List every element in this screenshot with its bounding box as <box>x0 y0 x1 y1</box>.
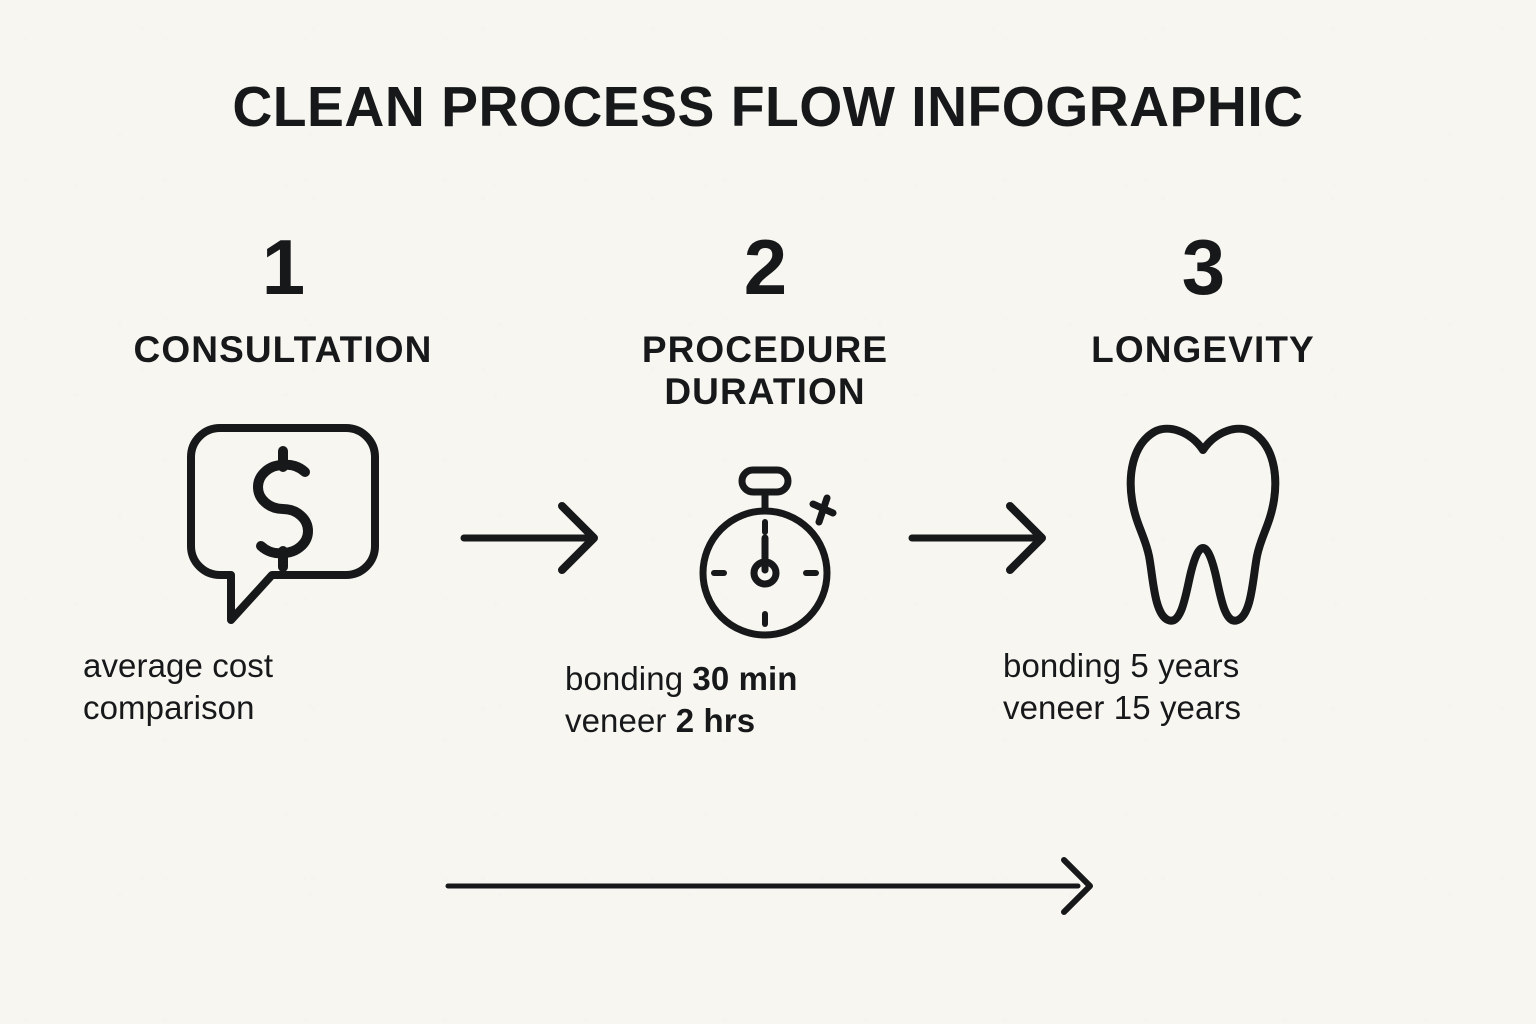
step-1-header: 1 CONSULTATION <box>83 228 483 371</box>
step-1-icon-wrap <box>83 424 483 624</box>
step-1-caption: average cost comparison <box>83 645 483 729</box>
step-3-header: 3 LONGEVITY <box>1003 228 1403 371</box>
arrow-step1-to-step2 <box>460 498 610 578</box>
step-2-caption-line-1: bonding 30 min <box>565 660 798 697</box>
step-1-caption-line-1: average cost <box>83 647 274 684</box>
step-1-number: 1 <box>261 223 305 311</box>
step-1-caption-line-2: comparison <box>83 689 255 727</box>
tooth-icon <box>1126 424 1280 625</box>
step-3-icon-wrap <box>1003 424 1403 628</box>
step-3-caption-line-2: veneer 15 years <box>1003 689 1242 727</box>
stopwatch-icon <box>699 466 837 639</box>
arrow-step2-to-step3 <box>908 498 1058 578</box>
step-2-caption: bonding 30 min veneer 2 hrs <box>565 658 965 742</box>
step-2-label: PROCEDURE DURATION <box>641 329 889 413</box>
step-2-icon-wrap <box>565 466 965 639</box>
step-3-number: 3 <box>1181 223 1225 311</box>
step-3-label: LONGEVITY <box>1091 329 1315 370</box>
step-2-header: 2 PROCEDURE DURATION <box>565 228 965 413</box>
step-2-number: 2 <box>743 223 787 311</box>
step-1-label: CONSULTATION <box>133 329 433 370</box>
timeline-arrow <box>430 846 1110 926</box>
page-title: CLEAN PROCESS FLOW INFOGRAPHIC <box>232 75 1304 139</box>
speech-bubble-dollar-icon <box>187 424 379 624</box>
step-3-caption-line-1: bonding 5 years <box>1003 647 1240 684</box>
step-3-caption: bonding 5 years veneer 15 years <box>1003 645 1403 729</box>
step-2-caption-line-2: veneer 2 hrs <box>565 702 756 740</box>
